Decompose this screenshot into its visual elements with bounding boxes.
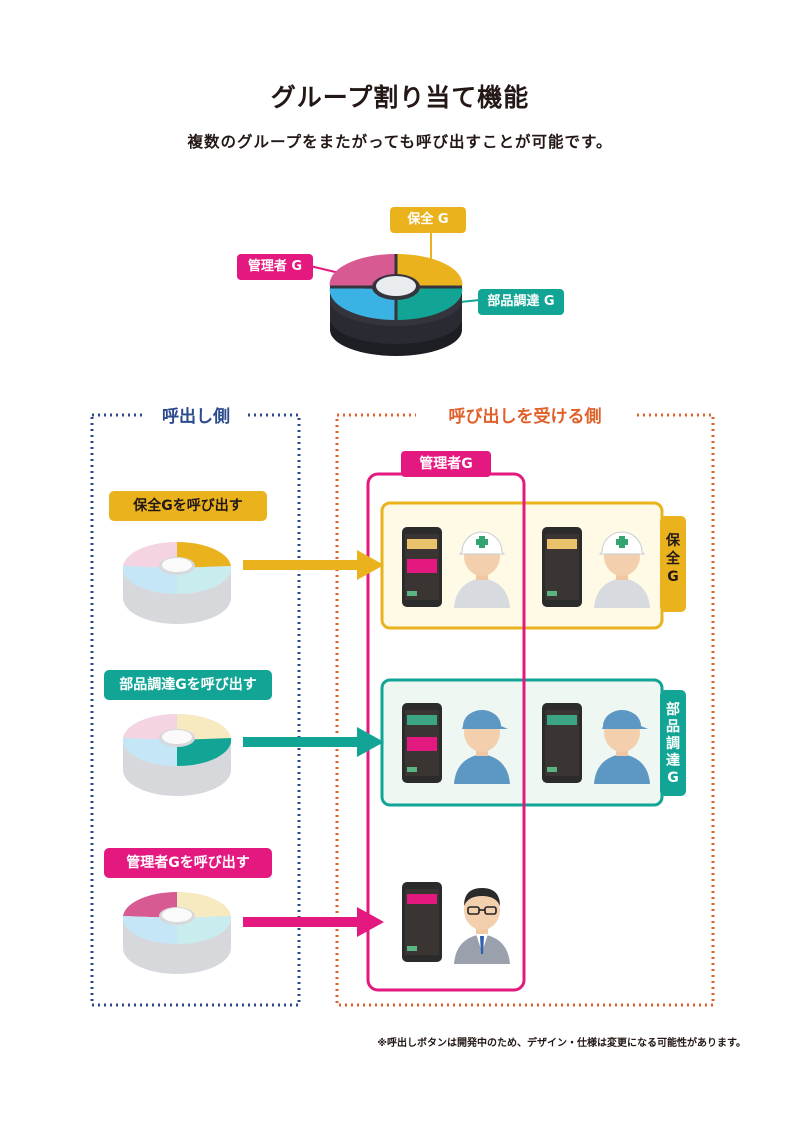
phone-icon-hozen-2 — [542, 527, 582, 607]
group-label-buhin: 部品調達G — [666, 702, 680, 786]
top-label-hozen: 保全 G — [390, 207, 466, 233]
arrow-hozen — [243, 550, 384, 580]
group-label-kanrisha: 管理者G — [401, 451, 491, 477]
caller-device-buhin — [122, 713, 232, 796]
page-title: グループ割り当て機能 — [270, 83, 530, 112]
phone-icon-hozen-1 — [402, 527, 442, 607]
top-label-kanrisha: 管理者 G — [237, 254, 313, 280]
top-label-buhin: 部品調達 G — [478, 289, 564, 315]
group-label-hozen: 保全G — [666, 533, 680, 585]
caller-side-label: 呼出し側 — [146, 402, 246, 427]
caller-device-hozen — [122, 541, 232, 624]
call-kanrisha-label: 管理者Gを呼び出す — [104, 848, 272, 878]
arrow-buhin — [243, 727, 384, 757]
call-buhin-label: 部品調達Gを呼び出す — [104, 670, 272, 700]
worker-cap-icon-1 — [454, 710, 510, 784]
phone-icon-kanrisha — [402, 882, 442, 962]
page-subtitle: 複数のグループをまたがっても呼び出すことが可能です。 — [187, 133, 613, 151]
phone-icon-buhin-1 — [402, 703, 442, 783]
footnote: ※呼出しボタンは開発中のため、デザイン・仕様は変更になる可能性があります。 — [377, 1038, 746, 1049]
top-call-button-device — [309, 232, 481, 356]
manager-icon — [454, 888, 510, 964]
worker-cap-icon-2 — [594, 710, 650, 784]
receiver-side-label: 呼び出しを受ける側 — [416, 402, 634, 427]
arrow-kanrisha — [243, 907, 384, 937]
phone-icon-buhin-2 — [542, 703, 582, 783]
worker-helmet-icon-1 — [454, 531, 510, 608]
worker-helmet-icon-2 — [594, 531, 650, 608]
call-hozen-label: 保全Gを呼び出す — [109, 491, 267, 521]
caller-device-kanrisha — [122, 891, 232, 974]
